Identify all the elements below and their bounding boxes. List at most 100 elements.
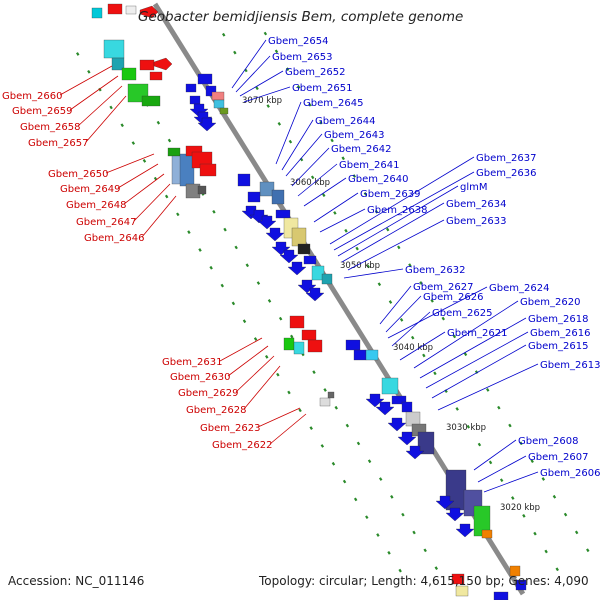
forward-gene-label: Gbem_2640	[348, 174, 408, 185]
kbp-tick-label: 3050 kbp	[340, 261, 380, 271]
gene-block	[353, 349, 367, 361]
gene-block	[219, 107, 229, 115]
forward-gene-label: Gbem_2618	[528, 314, 588, 325]
forward-leader-line	[391, 311, 431, 347]
guide-dash	[245, 263, 250, 268]
guide-dash	[563, 512, 568, 517]
gene-arrow	[397, 431, 417, 446]
forward-gene-label: Gbem_2615	[528, 341, 588, 352]
forward-leader-line	[379, 285, 412, 325]
reverse-gene-label: Gbem_2629	[178, 388, 238, 399]
forward-gene-label: Gbem_2637	[476, 153, 536, 164]
gene-block	[189, 95, 201, 105]
gene-block	[289, 315, 305, 329]
guide-dash	[263, 31, 268, 36]
genome-summary-text: Topology: circular; Length: 4,615,150 bp…	[259, 574, 589, 588]
gene-block	[455, 585, 469, 597]
guide-dash	[309, 426, 313, 430]
guide-dash	[488, 460, 493, 465]
guide-dash	[401, 512, 405, 517]
guide-dash	[555, 567, 559, 572]
forward-gene-label: Gbem_2632	[405, 265, 465, 276]
forward-gene-label: Gbem_2634	[446, 199, 506, 210]
forward-leader-line	[473, 439, 517, 471]
forward-gene-label: Gbem_2653	[272, 52, 332, 63]
reverse-leader-line	[219, 337, 263, 362]
reverse-leader-line	[59, 65, 113, 96]
guide-dash	[312, 370, 316, 375]
gene-block	[211, 91, 225, 101]
guide-dash	[76, 52, 80, 56]
guide-dash	[374, 209, 379, 214]
gene-block	[293, 341, 305, 355]
guide-dash	[508, 423, 512, 428]
forward-leader-line	[483, 471, 539, 493]
reverse-gene-label: Gbem_2628	[186, 405, 246, 416]
reverse-leader-line	[69, 75, 119, 111]
forward-gene-label: Gbem_2642	[331, 144, 391, 155]
forward-leader-line	[399, 331, 446, 361]
forward-leader-line	[341, 202, 445, 263]
forward-gene-label: Gbem_2625	[432, 308, 492, 319]
forward-gene-label: Gbem_2652	[285, 67, 345, 78]
guide-dash	[522, 513, 526, 518]
gene-arrow	[257, 215, 277, 230]
reverse-gene-label: Gbem_2622	[212, 440, 272, 451]
forward-gene-label: glmM	[460, 182, 488, 193]
reverse-leader-line	[133, 183, 171, 222]
genome-title: Geobacter bemidjiensis Bem, complete gen…	[138, 9, 464, 25]
guide-dash	[333, 211, 337, 215]
gene-block	[111, 57, 125, 71]
reverse-leader-line	[269, 413, 307, 445]
forward-leader-line	[477, 455, 527, 483]
reverse-leader-line	[227, 345, 269, 377]
guide-dash	[276, 372, 280, 377]
forward-gene-label: Gbem_2624	[489, 283, 549, 294]
guide-dash	[142, 159, 147, 163]
guide-dash	[366, 264, 370, 269]
guide-dash	[308, 102, 312, 107]
gene-block	[303, 255, 317, 265]
gene-block	[319, 397, 331, 407]
forward-leader-line	[385, 295, 422, 333]
kbp-tick-label: 3040 kbp	[393, 343, 433, 353]
guide-dash	[399, 317, 404, 322]
guide-dash	[223, 227, 227, 232]
gene-arrow	[365, 393, 385, 408]
forward-leader-line	[419, 317, 527, 379]
forward-leader-line	[313, 192, 359, 223]
guide-dash	[287, 390, 291, 395]
forward-gene-label: Gbem_2643	[324, 130, 384, 141]
forward-leader-line	[343, 268, 404, 279]
guide-dash	[220, 283, 224, 288]
guide-dash	[486, 388, 490, 392]
forward-gene-label: Gbem_2627	[413, 282, 473, 293]
gene-block	[481, 529, 493, 539]
guide-dash	[499, 478, 504, 483]
guide-dash	[434, 566, 439, 570]
gene-block	[149, 71, 163, 81]
guide-dash	[176, 212, 180, 217]
guide-dash	[212, 209, 216, 214]
forward-gene-label: Gbem_2608	[518, 436, 578, 447]
forward-gene-label: Gbem_2639	[360, 189, 420, 200]
guide-dash	[221, 32, 226, 37]
guide-dash	[355, 246, 359, 251]
gene-arrow	[279, 249, 299, 264]
guide-dash	[334, 405, 338, 410]
guide-dash	[422, 353, 426, 358]
gene-block	[311, 265, 325, 281]
guide-dash	[131, 141, 136, 145]
guide-dash	[519, 441, 523, 446]
guide-dash	[344, 228, 348, 233]
guide-dash	[410, 335, 415, 340]
guide-dash	[298, 408, 302, 413]
forward-leader-line	[425, 331, 529, 389]
guide-dash	[198, 248, 202, 252]
reverse-gene-label: Gbem_2658	[20, 122, 80, 133]
reverse-leader-line	[117, 163, 159, 189]
guide-dash	[377, 282, 382, 287]
gene-arrow	[139, 5, 159, 19]
guide-dash	[552, 494, 557, 499]
